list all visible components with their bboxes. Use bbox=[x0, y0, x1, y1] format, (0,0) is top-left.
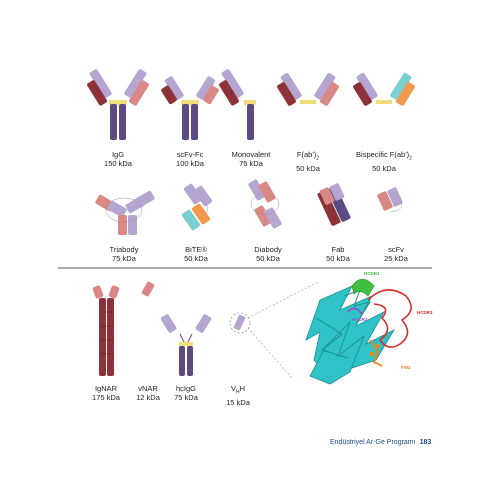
diabody-diagram bbox=[248, 179, 282, 229]
fab-diagram bbox=[317, 183, 351, 226]
page-number: 183 bbox=[419, 439, 432, 446]
bispecific-fab2-diagram bbox=[353, 72, 415, 106]
footer-text: Endüstriyel Ar-Ge Programı bbox=[330, 439, 416, 446]
igg-diagram bbox=[87, 69, 149, 140]
vhh-diagram bbox=[229, 312, 251, 334]
monovalent-diagram bbox=[219, 69, 256, 140]
hcdr1-label: HCDR1 bbox=[364, 271, 380, 276]
fab2-diagram bbox=[277, 72, 339, 106]
bite-label: BiTE®50 kDa bbox=[184, 245, 208, 263]
hcdr2-label: HCDR2 bbox=[352, 317, 368, 322]
vhh-3d-structure bbox=[305, 278, 412, 385]
hcigg-diagram bbox=[160, 314, 212, 376]
hcdr3-label: HCDR3 bbox=[417, 310, 433, 315]
zoom-lines bbox=[247, 281, 319, 379]
scfv-fc-diagram bbox=[161, 76, 219, 140]
triabody-diagram bbox=[95, 190, 155, 235]
fw2-label: FW2 bbox=[401, 365, 411, 370]
bite-diagram bbox=[181, 183, 213, 231]
vnar-diagram bbox=[141, 281, 155, 297]
scfv-diagram bbox=[377, 187, 403, 213]
ignar-diagram bbox=[92, 285, 120, 376]
